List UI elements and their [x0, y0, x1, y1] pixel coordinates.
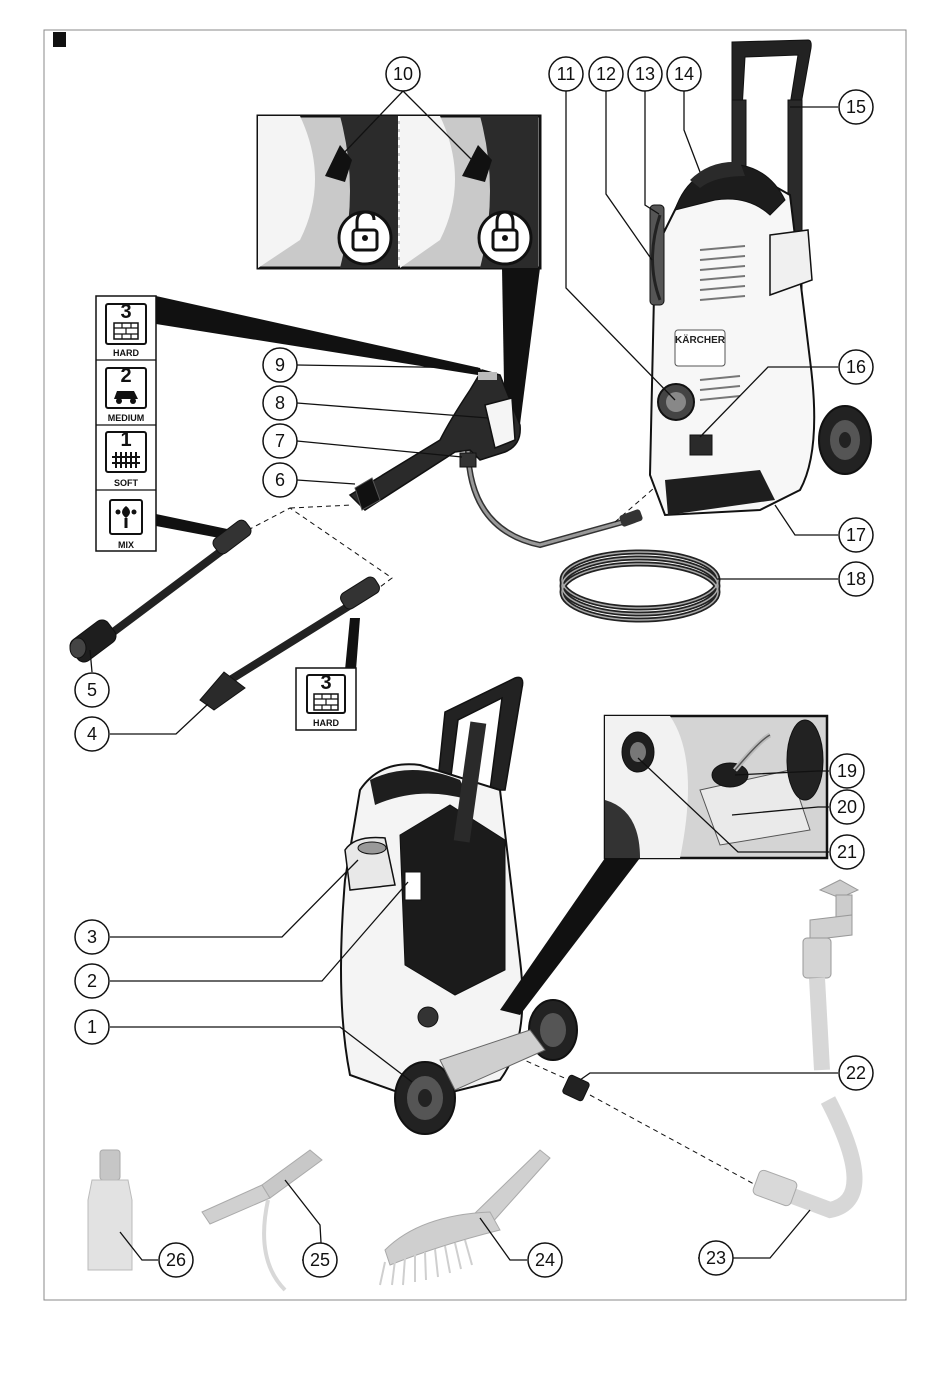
callout-18: 18 — [839, 562, 873, 596]
svg-text:6: 6 — [275, 470, 285, 490]
svg-text:2: 2 — [87, 971, 97, 991]
medium-mode-number: 2 — [120, 365, 131, 387]
section-marker — [53, 32, 66, 47]
svg-text:10: 10 — [393, 64, 413, 84]
svg-text:3: 3 — [87, 927, 97, 947]
callout-9: 9 — [263, 348, 297, 382]
lance-mode-label: HARD — [313, 718, 339, 728]
brand-label: KÄRCHER — [675, 333, 726, 346]
svg-text:20: 20 — [837, 797, 857, 817]
svg-text:1: 1 — [87, 1017, 97, 1037]
high-pressure-outlet — [690, 435, 712, 455]
callout-26: 26 — [159, 1243, 193, 1277]
spray-mode-strip: 3 HARD 2 MEDIUM 1 SOFT MIX — [96, 296, 484, 551]
car-icon — [114, 391, 138, 399]
svg-text:12: 12 — [596, 64, 616, 84]
callout-5: 5 — [75, 673, 109, 707]
high-pressure-hose — [562, 509, 718, 620]
garden-hose-set — [752, 880, 858, 1210]
trigger-gun — [350, 370, 630, 545]
water-inlet — [418, 1007, 438, 1027]
mix-mode-label: MIX — [118, 540, 134, 550]
callout-6: 6 — [263, 463, 297, 497]
callout-12: 12 — [589, 57, 623, 91]
svg-text:8: 8 — [275, 393, 285, 413]
svg-text:22: 22 — [846, 1063, 866, 1083]
pressure-washer-front: KÄRCHER — [650, 40, 871, 515]
callout-25: 25 — [303, 1243, 337, 1277]
multi-jet-lance — [67, 518, 254, 665]
callout-14: 14 — [667, 57, 701, 91]
svg-text:14: 14 — [674, 64, 694, 84]
callout-1: 1 — [75, 1010, 109, 1044]
soft-mode-label: SOFT — [114, 478, 139, 488]
callout-20: 20 — [830, 790, 864, 824]
svg-text:7: 7 — [275, 431, 285, 451]
svg-text:18: 18 — [846, 569, 866, 589]
hose-holder — [405, 872, 421, 900]
soft-mode-number: 1 — [120, 429, 131, 451]
svg-text:5: 5 — [87, 680, 97, 700]
svg-text:4: 4 — [87, 724, 97, 744]
hose-coupling — [562, 1074, 590, 1101]
callout-24: 24 — [528, 1243, 562, 1277]
svg-text:11: 11 — [557, 64, 576, 84]
medium-mode-label: MEDIUM — [108, 413, 145, 423]
callout-23: 23 — [699, 1241, 733, 1275]
wash-brush — [380, 1150, 550, 1285]
callout-2: 2 — [75, 964, 109, 998]
svg-text:24: 24 — [535, 1250, 555, 1270]
callout-11: 11 — [549, 57, 583, 91]
svg-text:21: 21 — [837, 842, 857, 862]
svg-text:19: 19 — [837, 761, 857, 781]
garden-sprayer — [202, 1150, 322, 1290]
callout-3: 3 — [75, 920, 109, 954]
fence-icon — [112, 452, 140, 468]
callout-10: 10 — [386, 57, 420, 91]
callout-7: 7 — [263, 424, 297, 458]
hard-mode-number: 3 — [120, 301, 131, 323]
callout-21: 21 — [830, 835, 864, 869]
callout-19: 19 — [830, 754, 864, 788]
callout-15: 15 — [839, 90, 873, 124]
svg-text:15: 15 — [846, 97, 866, 117]
svg-text:13: 13 — [635, 64, 655, 84]
callout-8: 8 — [263, 386, 297, 420]
svg-text:25: 25 — [310, 1250, 330, 1270]
svg-text:26: 26 — [166, 1250, 186, 1270]
callout-17: 17 — [839, 518, 873, 552]
pressure-washer-rear — [341, 677, 577, 1134]
callout-13: 13 — [628, 57, 662, 91]
callout-22: 22 — [839, 1056, 873, 1090]
svg-text:17: 17 — [846, 525, 866, 545]
callout-16: 16 — [839, 350, 873, 384]
lance-mode-number: 3 — [320, 672, 331, 694]
callout-4: 4 — [75, 717, 109, 751]
svg-text:9: 9 — [275, 355, 285, 375]
detergent-inset — [500, 716, 827, 1015]
detergent-bottle — [88, 1150, 132, 1270]
svg-text:16: 16 — [846, 357, 866, 377]
hard-mode-label: HARD — [113, 348, 139, 358]
svg-text:23: 23 — [706, 1248, 726, 1268]
